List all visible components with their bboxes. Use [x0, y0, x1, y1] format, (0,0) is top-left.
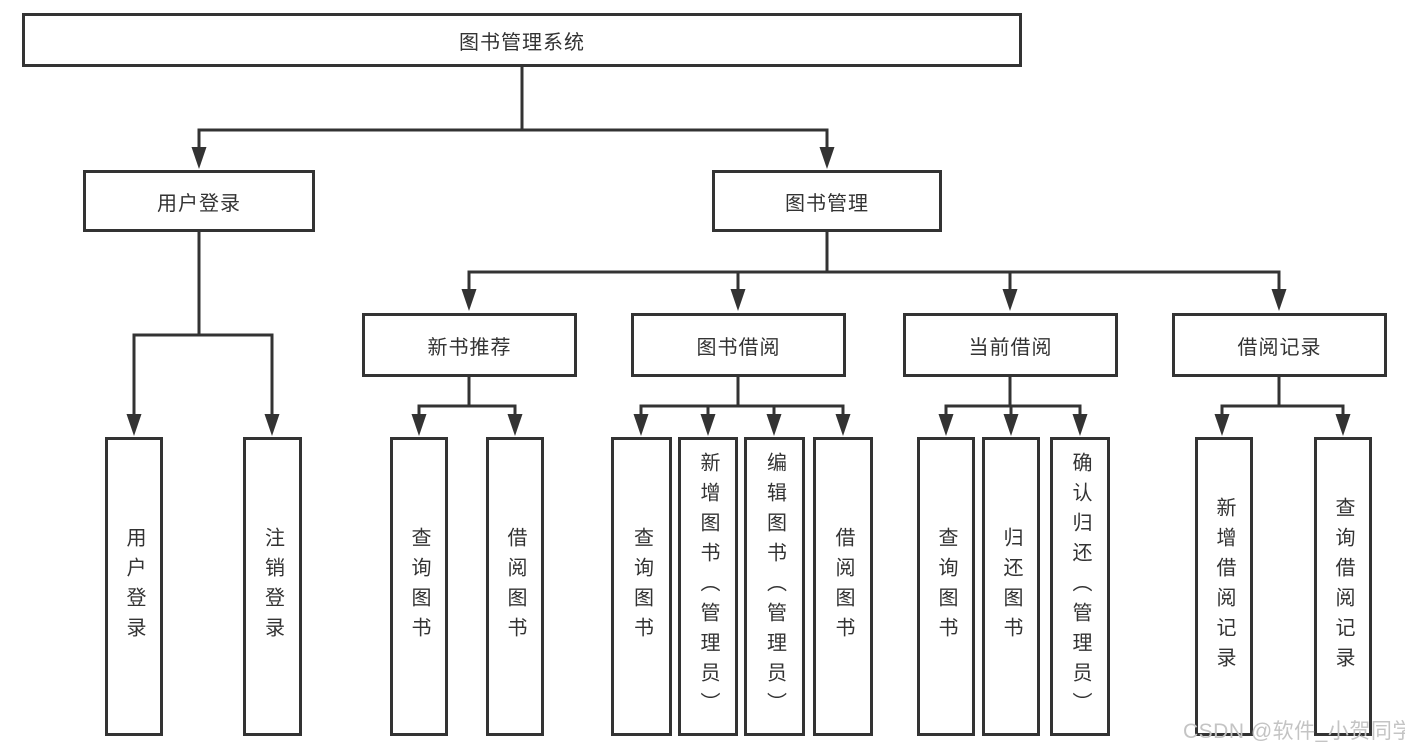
- node-borrowing-records: 借阅记录: [1172, 313, 1387, 377]
- leaf-user-login: 用户登录: [105, 437, 163, 736]
- node-label: 查询图书: [408, 526, 430, 647]
- node-label: 新增借阅记录: [1213, 496, 1235, 677]
- node-label: 当前借阅: [968, 336, 1053, 359]
- leaf-return-books: 归还图书: [982, 437, 1040, 736]
- node-label: 借阅记录: [1237, 336, 1322, 359]
- node-label: 用户登录: [123, 526, 145, 647]
- node-label: 新增图书（管理员）: [697, 451, 719, 722]
- node-label: 借阅图书: [504, 526, 526, 647]
- node-label: 确认归还（管理员）: [1069, 451, 1091, 722]
- leaf-borrow-books-borrow: 借阅图书: [813, 437, 873, 736]
- leaf-confirm-return-admin: 确认归还（管理员）: [1050, 437, 1110, 736]
- node-label: 用户登录: [157, 192, 241, 215]
- leaf-add-borrow-record: 新增借阅记录: [1195, 437, 1253, 736]
- node-label: 归还图书: [1000, 526, 1022, 647]
- leaf-edit-books-admin: 编辑图书（管理员）: [744, 437, 805, 736]
- node-label: 图书管理: [785, 192, 869, 215]
- node-label: 编辑图书（管理员）: [763, 451, 786, 722]
- node-label: 图书管理系统: [459, 31, 585, 54]
- node-user-login: 用户登录: [83, 170, 315, 232]
- leaf-query-books-recommend: 查询图书: [390, 437, 448, 736]
- node-new-book-recommendation: 新书推荐: [362, 313, 577, 377]
- leaf-add-books-admin: 新增图书（管理员）: [678, 437, 738, 736]
- node-current-borrowing: 当前借阅: [903, 313, 1118, 377]
- leaf-query-books-current: 查询图书: [917, 437, 975, 736]
- leaf-logout: 注销登录: [243, 437, 302, 736]
- node-label: 查询图书: [630, 526, 653, 647]
- node-label: 注销登录: [261, 526, 284, 647]
- node-book-borrowing: 图书借阅: [631, 313, 846, 377]
- node-label: 查询借阅记录: [1332, 496, 1354, 677]
- node-book-management: 图书管理: [712, 170, 942, 232]
- node-label: 借阅图书: [832, 526, 854, 647]
- node-label: 图书借阅: [696, 336, 781, 359]
- node-label: 查询图书: [935, 526, 957, 647]
- node-label: 新书推荐: [427, 336, 512, 359]
- node-library-management-system: 图书管理系统: [22, 13, 1022, 67]
- leaf-query-books-borrow: 查询图书: [611, 437, 672, 736]
- leaf-borrow-books-recommend: 借阅图书: [486, 437, 544, 736]
- leaf-query-borrow-record: 查询借阅记录: [1314, 437, 1372, 736]
- watermark-text: CSDN @软件_小贺同学: [1183, 720, 1405, 743]
